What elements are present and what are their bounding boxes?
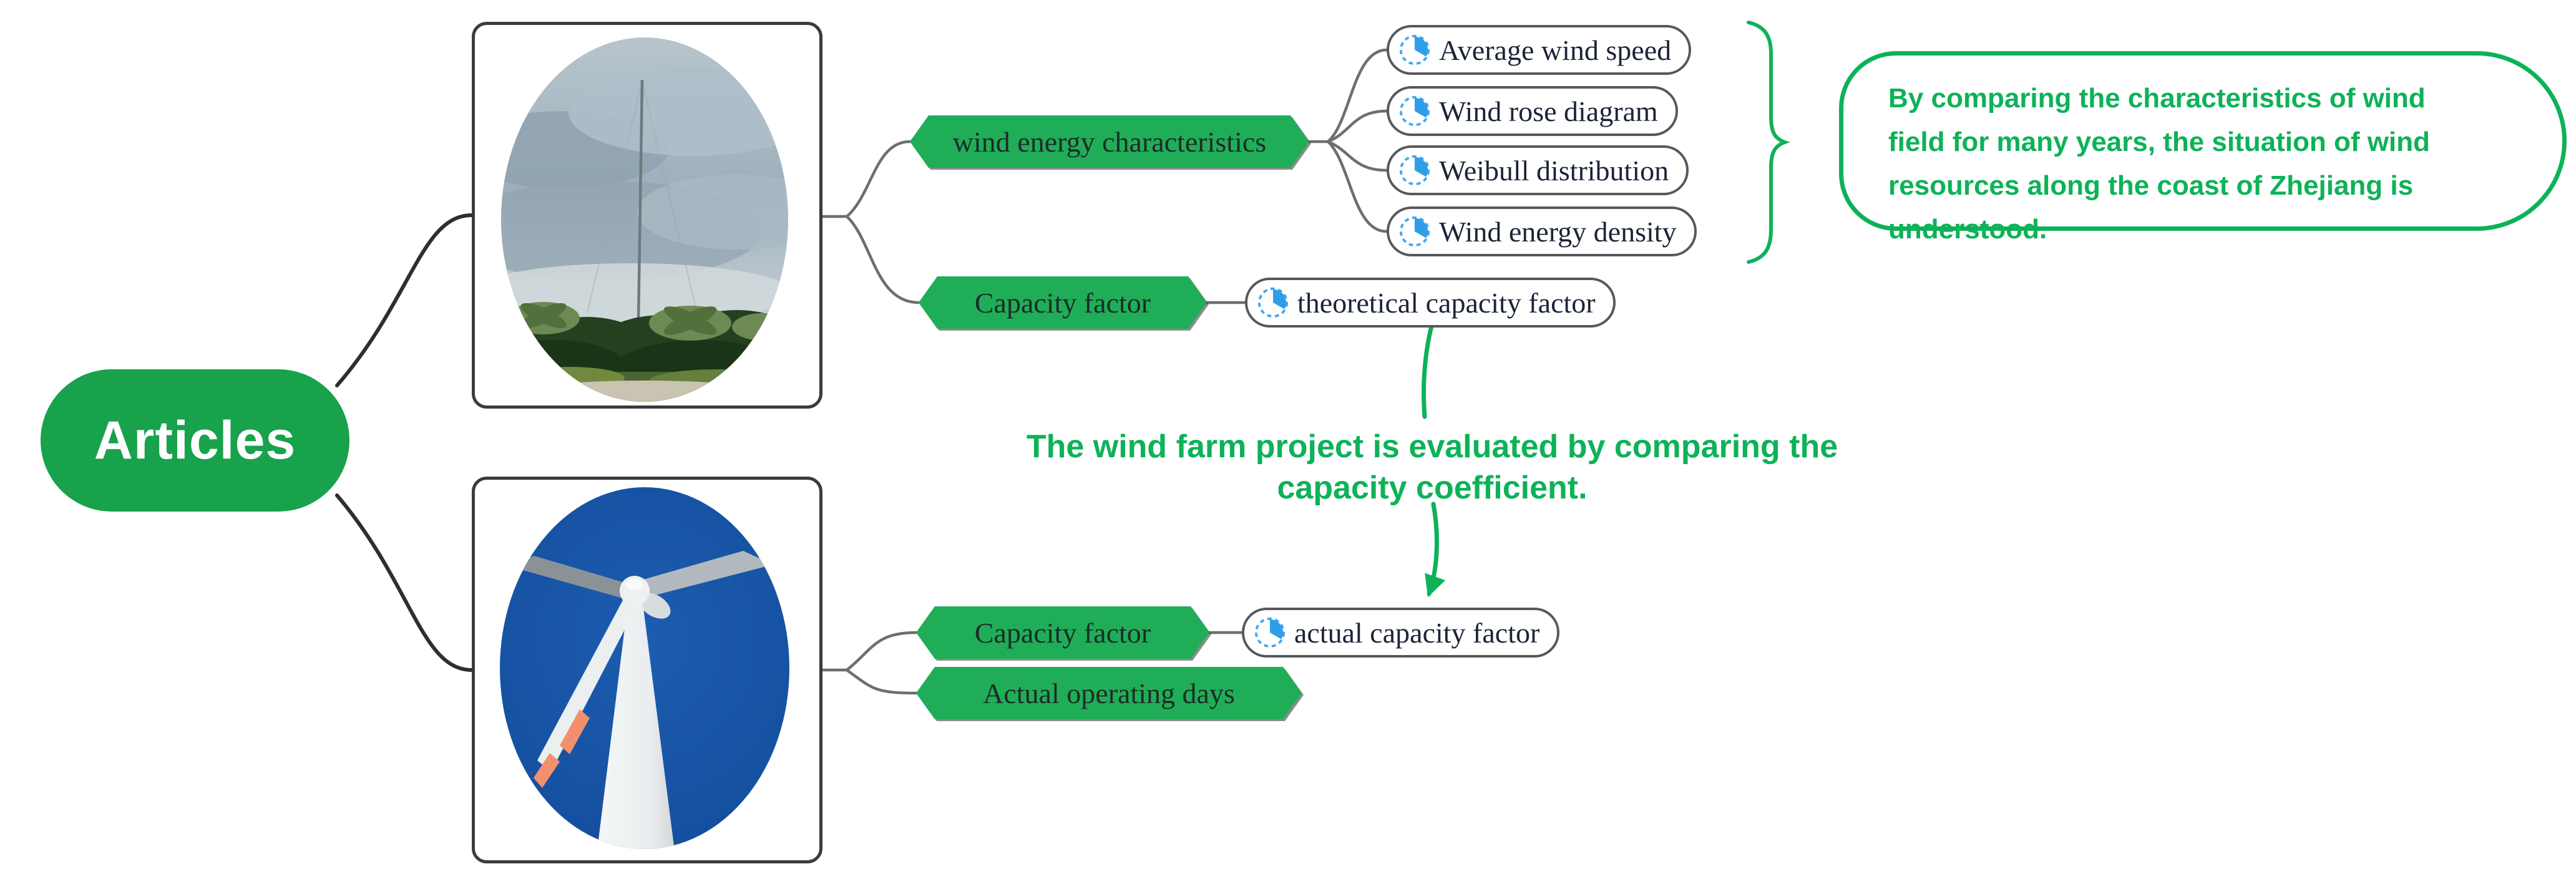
wind-turbine-photo-node[interactable] (472, 477, 822, 863)
subtopic-label: theoretical capacity factor (1297, 286, 1596, 319)
summary-brace (1747, 21, 1790, 264)
subtopic-weibull-distribution[interactable]: Weibull distribution (1387, 145, 1689, 195)
subtopic-label: Average wind speed (1439, 34, 1672, 66)
met-mast-photo (501, 37, 788, 402)
topic-label: wind energy characteristics (952, 125, 1267, 158)
task-progress-pie-icon (1398, 215, 1432, 248)
task-progress-pie-icon (1398, 94, 1432, 128)
task-progress-pie-icon (1253, 616, 1287, 649)
subtopic-wind-rose-diagram[interactable]: Wind rose diagram (1387, 86, 1678, 136)
root-topic-articles[interactable]: Articles (41, 369, 349, 512)
subtopic-label: Wind energy density (1439, 215, 1677, 248)
met-mast-photo-node[interactable] (472, 22, 822, 409)
summary-callout-text: By comparing the characteristics of wind… (1888, 83, 2430, 245)
subtopic-average-wind-speed[interactable]: Average wind speed (1387, 25, 1692, 75)
task-progress-pie-icon (1256, 286, 1290, 319)
topic-label: Capacity factor (974, 286, 1151, 319)
subtopic-wind-energy-density[interactable]: Wind energy density (1387, 206, 1697, 256)
task-progress-pie-icon (1398, 33, 1432, 67)
subtopic-label: Wind rose diagram (1439, 95, 1658, 127)
relationship-arrow (1422, 317, 1446, 598)
subtopic-label: actual capacity factor (1294, 616, 1540, 649)
relationship-annotation-text: The wind farm project is evaluated by co… (1026, 429, 1838, 506)
subtopic-theoretical-capacity-factor[interactable]: theoretical capacity factor (1245, 278, 1616, 328)
subtopic-actual-capacity-factor[interactable]: actual capacity factor (1242, 608, 1560, 658)
root-topic-label: Articles (94, 410, 296, 470)
topic-label: Capacity factor (974, 616, 1151, 649)
summary-callout[interactable]: By comparing the characteristics of wind… (1839, 51, 2567, 245)
task-progress-pie-icon (1398, 153, 1432, 187)
subtopic-label: Weibull distribution (1439, 154, 1669, 187)
wind-turbine-photo (500, 487, 789, 849)
relationship-annotation[interactable]: The wind farm project is evaluated by co… (992, 426, 1872, 508)
topic-label: Actual operating days (983, 677, 1235, 709)
